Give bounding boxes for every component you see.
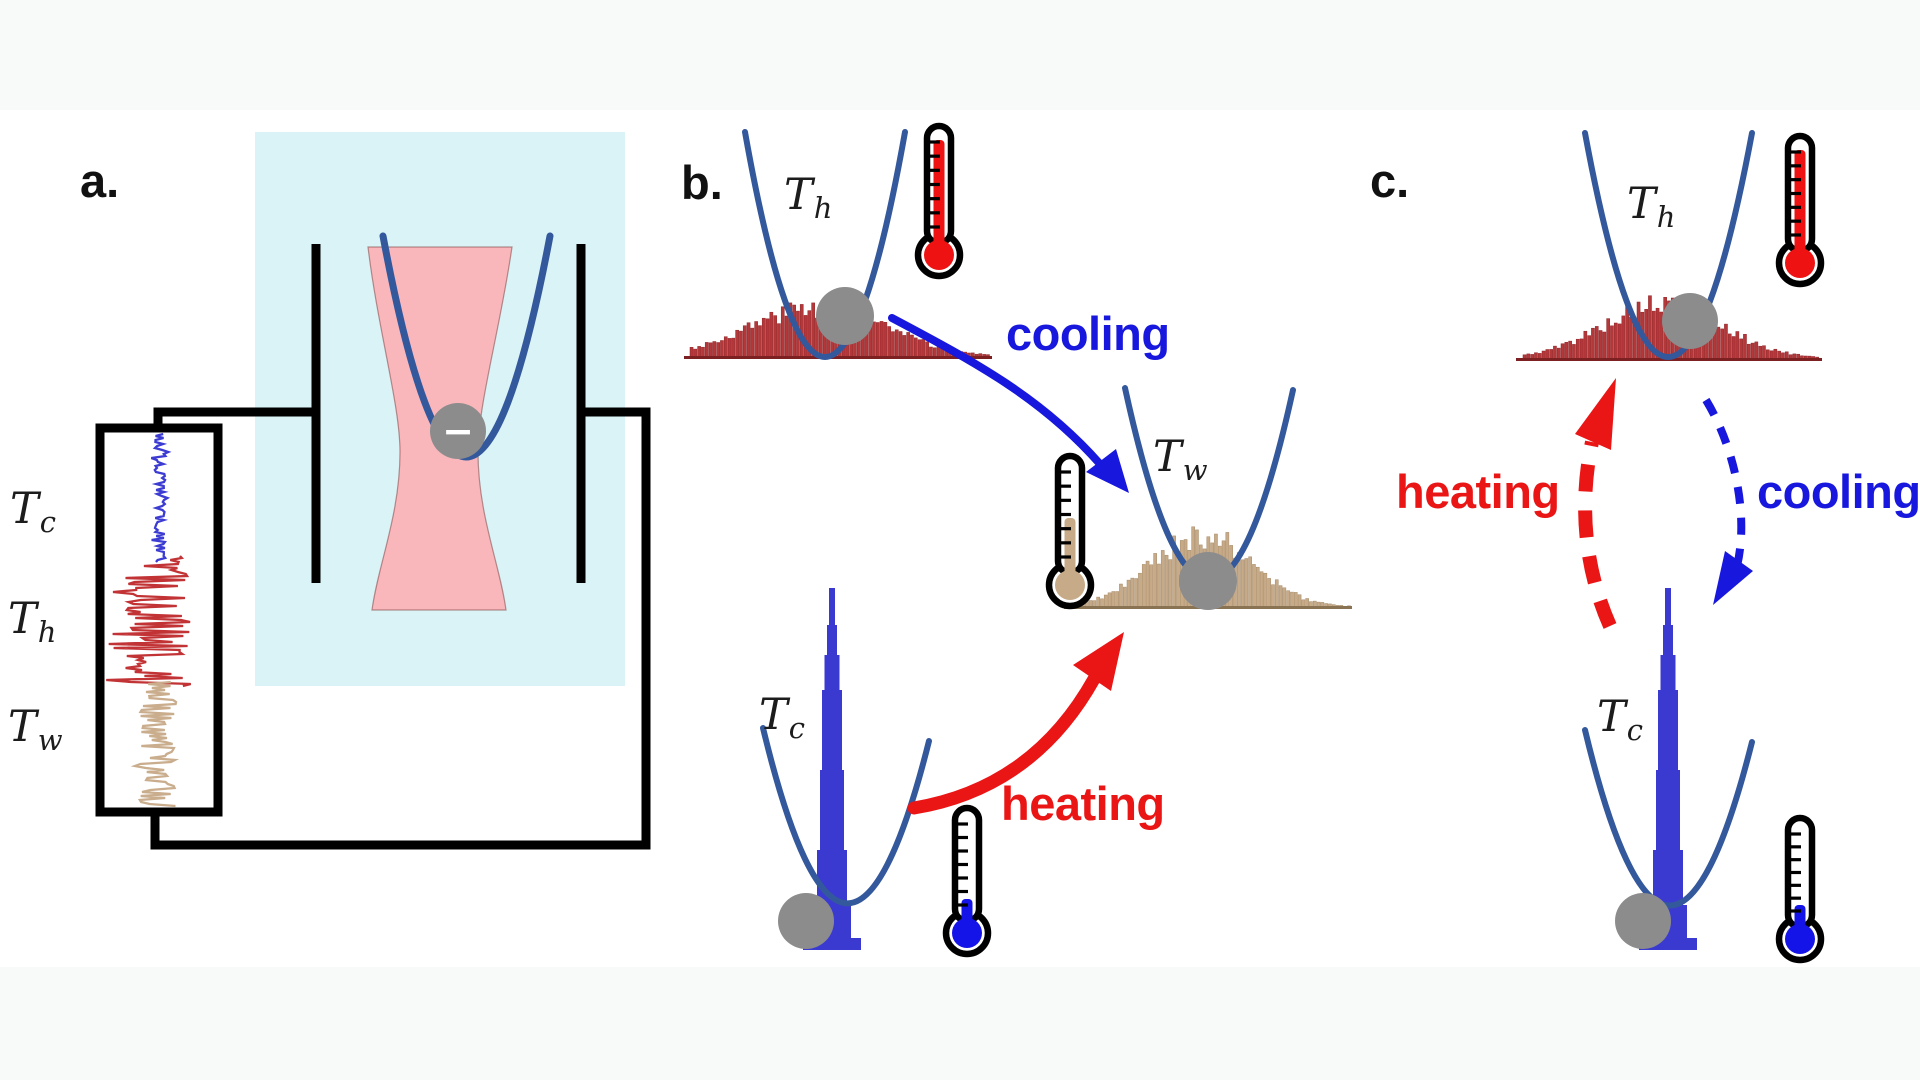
label-Th-c-sub: h	[1656, 200, 1676, 234]
label-Tw-b-base: T	[1153, 432, 1182, 482]
label-Tc-a-base: T	[10, 484, 39, 534]
cooling-arrow-b	[888, 314, 1104, 468]
label-Th-a: Th	[8, 598, 56, 647]
label-Tw-a-sub: w	[37, 723, 63, 757]
label-Tc-b: Tc	[759, 694, 805, 743]
heating-label-c: heating	[1396, 465, 1560, 518]
particle-hot-c	[1662, 293, 1718, 349]
label-Th-b-sub: h	[813, 191, 833, 225]
thermometer-cold-icon	[942, 804, 992, 958]
cooling-arrowhead-b	[1086, 449, 1129, 493]
heating-label-b: heating	[1001, 777, 1165, 830]
cooling-label-b: cooling	[1006, 307, 1170, 360]
label-Tw-a-base: T	[8, 702, 37, 752]
noise-trace-hot	[106, 555, 192, 688]
particle-cold-c	[1615, 893, 1671, 949]
panel-c-cycle	[1516, 130, 1825, 964]
top-margin-band	[0, 0, 1920, 110]
thermometer-cold-icon	[1775, 814, 1825, 964]
potential-curve-cold-c	[1582, 727, 1755, 909]
label-Tc-a: Tc	[10, 488, 56, 537]
label-Tc-a-sub: c	[39, 505, 56, 539]
thermometer-hot-icon	[914, 122, 964, 280]
cooling-label-c: cooling	[1757, 465, 1920, 518]
label-Tw-b: Tw	[1153, 436, 1208, 485]
heating-arrow-b	[907, 672, 1101, 815]
bottom-margin-band	[0, 967, 1920, 1080]
thermometer-warm-icon	[1045, 452, 1095, 610]
label-Tc-c: Tc	[1597, 696, 1643, 745]
potential-curve-hot-b	[742, 129, 908, 360]
label-Th-b-base: T	[784, 170, 813, 220]
thermometer-hot-icon	[1775, 132, 1825, 288]
particle-a	[430, 403, 486, 459]
particle-warm-b	[1179, 552, 1237, 610]
label-Tw-b-sub: w	[1182, 453, 1208, 487]
panel-b-label: b.	[681, 156, 723, 209]
label-Th-a-sub: h	[37, 615, 57, 649]
label-Tw-a: Tw	[8, 706, 63, 755]
label-Th-a-base: T	[8, 594, 37, 644]
wire-right	[150, 407, 651, 850]
heating-dashed-arrow-c	[1578, 440, 1617, 629]
panel-c-label: c.	[1370, 154, 1410, 207]
noise-trace-warm	[130, 680, 180, 808]
particle-hot-b	[816, 287, 874, 345]
panel-a-setup: −	[95, 132, 651, 850]
negative-charge-sign: −	[442, 409, 474, 453]
potential-curve-hot-c	[1582, 130, 1755, 360]
label-Tc-b-sub: c	[788, 711, 805, 745]
panel-b-protocol	[684, 122, 1352, 958]
heating-arrowhead-c	[1575, 378, 1616, 450]
label-Tc-c-sub: c	[1626, 713, 1643, 747]
label-Th-c: Th	[1627, 183, 1675, 232]
label-Tc-c-base: T	[1597, 692, 1626, 742]
heating-arrowhead-b	[1073, 632, 1124, 691]
cooling-arrowhead-c	[1713, 551, 1753, 605]
potential-curve-cold-b	[760, 725, 932, 907]
label-Th-c-base: T	[1627, 179, 1656, 229]
label-Th-b: Th	[784, 174, 832, 223]
panel-a-label: a.	[80, 154, 120, 207]
label-Tc-b-base: T	[759, 690, 788, 740]
noise-trace-cold	[150, 432, 172, 563]
cooling-dashed-arrow-c	[1702, 397, 1746, 567]
particle-cold-b	[778, 893, 834, 949]
